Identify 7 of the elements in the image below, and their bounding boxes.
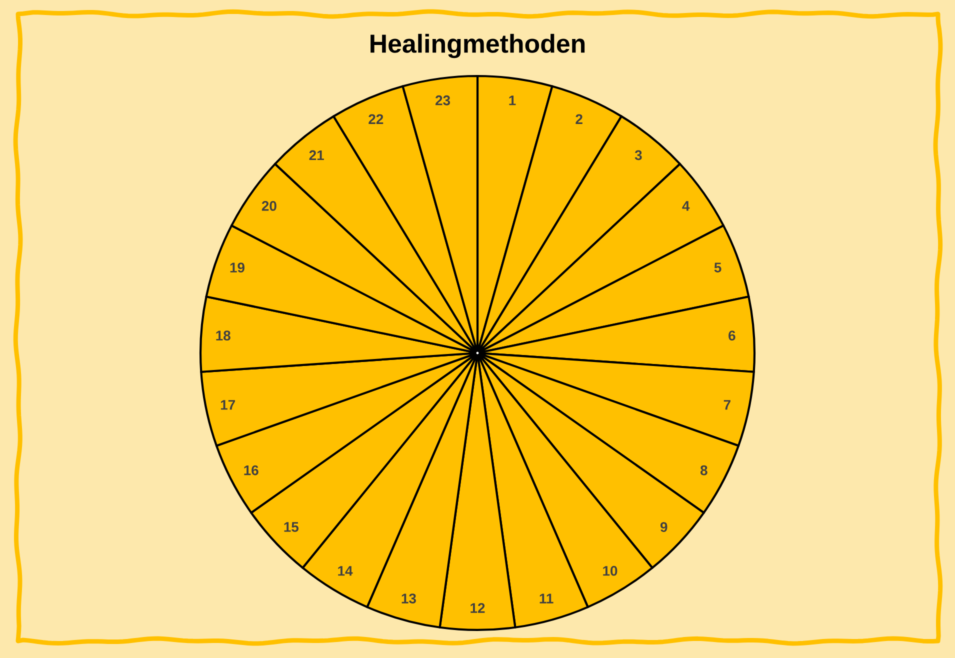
title: Healingmethoden — [370, 34, 585, 58]
wheel-segment: 23 — [402, 74, 479, 354]
wheel-segment: 6 — [476, 296, 756, 373]
wheel-segment: 7 — [476, 352, 755, 447]
wheel-segment: 18 — [199, 296, 479, 373]
wheel-segment: 17 — [200, 352, 479, 447]
wheel-segment: 12 — [438, 352, 516, 632]
